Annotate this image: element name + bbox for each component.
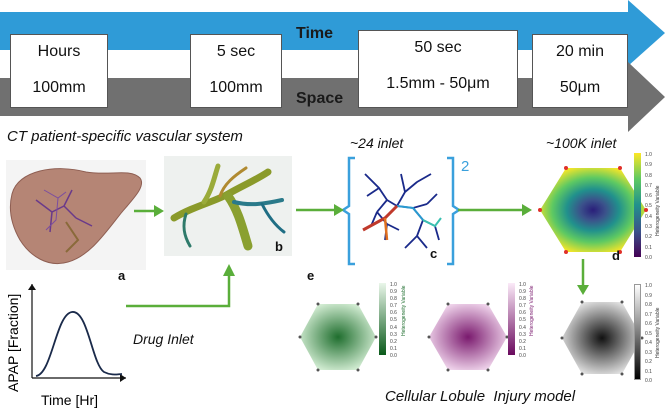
liver-image	[6, 160, 146, 270]
apap-xlabel: Time [Hr]	[41, 392, 99, 408]
inlet-24-label: ~24 inlet	[350, 135, 404, 151]
scale-box-50sec: 50 sec 1.5mm - 50μm	[358, 30, 518, 108]
colorbar-magenta	[508, 283, 515, 355]
panel-label-e: e	[307, 268, 315, 283]
box-space: 50μm	[559, 79, 601, 96]
colorbar-gray-title: Heterogeneity Variable	[655, 307, 661, 359]
arrow-a-to-b	[134, 205, 164, 217]
inlet-100k-label: ~100K inlet	[546, 135, 617, 151]
bracket-right	[447, 156, 462, 266]
scale-box-20min: 20 min 50μm	[532, 34, 628, 108]
panel-label-d: d	[612, 248, 620, 263]
colorbar-gray	[634, 284, 641, 380]
box-time: 20 min	[555, 43, 605, 60]
bracket-exponent: 2	[461, 158, 470, 175]
box-time: Hours	[37, 43, 81, 60]
hexagon-gray	[560, 300, 644, 376]
panel-label-c: c	[430, 246, 438, 261]
box-time: 5 sec	[216, 43, 256, 60]
box-time: 50 sec	[414, 39, 462, 56]
colorbar-viridis-title: Heterogeneity Variable	[655, 185, 661, 237]
drug-inlet-arrow	[126, 264, 235, 308]
colorbar-green-title: Heterogeneity Variable	[401, 285, 407, 337]
scale-box-hours: Hours 100mm	[10, 34, 108, 108]
colorbar-green	[379, 283, 386, 355]
arrow-b-to-c	[296, 204, 344, 216]
hexagon-viridis	[538, 166, 648, 254]
colorbar-viridis	[634, 153, 641, 257]
apap-plot	[28, 284, 126, 382]
vessel-tree-image	[164, 156, 292, 256]
scale-box-5sec: 5 sec 100mm	[190, 34, 282, 108]
box-space: 100mm	[32, 79, 86, 96]
arrow-c-to-d	[458, 204, 532, 216]
network-tree-image	[362, 173, 442, 249]
hexagon-magenta	[427, 302, 509, 372]
ct-title: CT patient-specific vascular system	[7, 128, 243, 145]
arrow-d-down	[577, 259, 589, 295]
box-space: 100mm	[209, 79, 263, 96]
hexagon-green	[298, 302, 378, 372]
bottom-caption: Cellular Lobule Injury model	[385, 388, 576, 405]
space-label: Space	[296, 90, 344, 107]
apap-ylabel: APAP [Fraction]	[5, 293, 21, 392]
panel-label-a: a	[118, 268, 126, 283]
drug-inlet-label: Drug Inlet	[133, 331, 194, 347]
box-space: 1.5mm - 50μm	[386, 75, 490, 92]
time-label: Time	[296, 25, 334, 42]
colorbar-magenta-title: Heterogeneity Variable	[529, 285, 535, 337]
panel-label-b: b	[275, 239, 283, 254]
bracket-left	[340, 156, 355, 266]
